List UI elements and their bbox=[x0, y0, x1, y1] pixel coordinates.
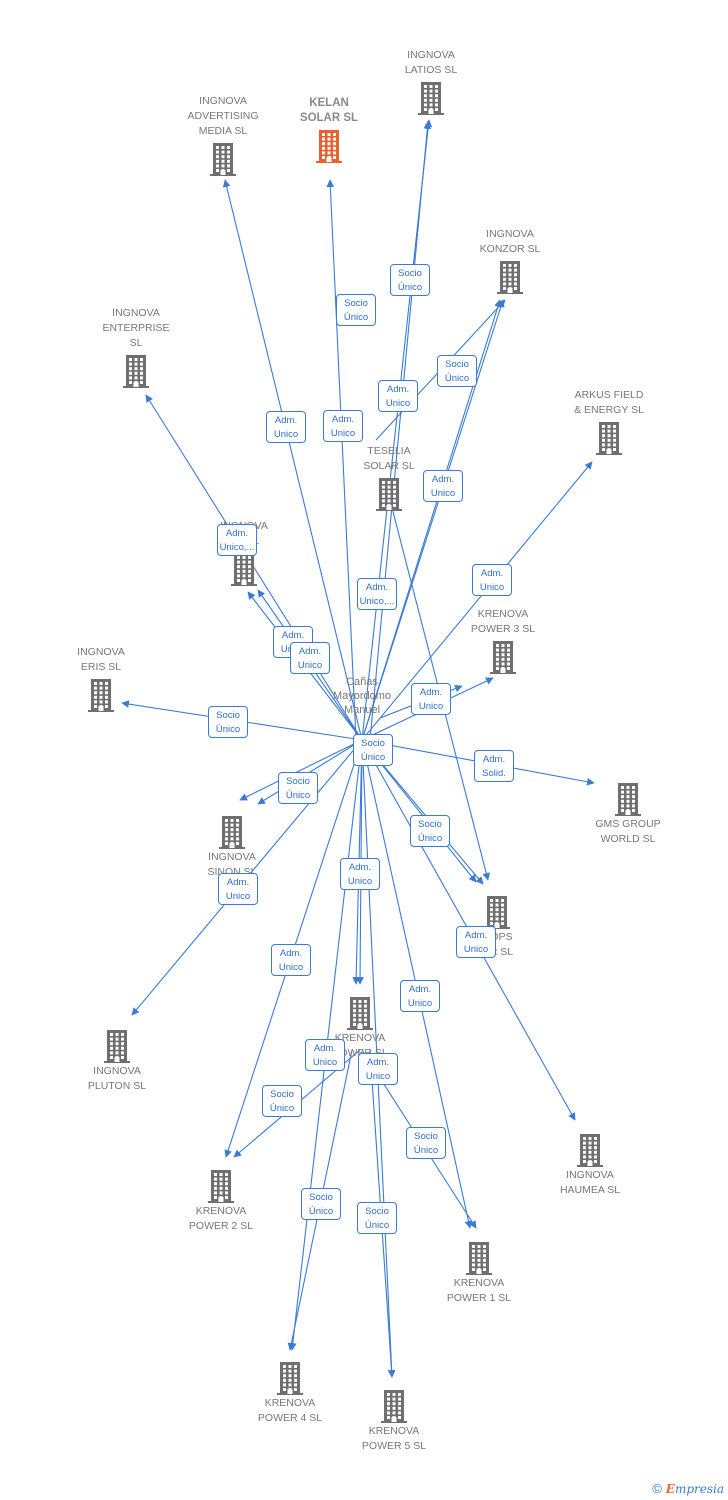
relation-badge[interactable]: Adm. Unico bbox=[271, 944, 311, 976]
building-icon[interactable] bbox=[235, 1360, 345, 1396]
relationship-edge bbox=[222, 179, 363, 741]
relationship-edge bbox=[369, 121, 432, 741]
relation-badge[interactable]: Adm. Unico bbox=[218, 873, 258, 905]
building-icon[interactable] bbox=[573, 781, 683, 817]
company-node-advertising[interactable]: INGNOVA ADVERTISING MEDIA SL bbox=[168, 94, 278, 177]
company-node-haumea[interactable]: INGNOVA HAUMEA SL bbox=[535, 1130, 645, 1198]
brand-logo-text[interactable]: mpresia bbox=[674, 1482, 724, 1496]
relation-badge[interactable]: Socio Único bbox=[278, 772, 318, 804]
relation-badge[interactable]: Adm. Unico bbox=[340, 858, 380, 890]
company-node-konzor[interactable]: INGNOVA KONZOR SL bbox=[455, 227, 565, 295]
company-name[interactable]: INGNOVA KONZOR SL bbox=[479, 228, 541, 255]
relation-badge[interactable]: Adm. Unico bbox=[411, 683, 451, 715]
company-name[interactable]: INGNOVA PLUTON SL bbox=[87, 1065, 147, 1092]
relation-badge[interactable]: Socio Único bbox=[406, 1127, 446, 1159]
building-icon[interactable] bbox=[554, 420, 664, 456]
copyright-icon: © bbox=[652, 1481, 662, 1496]
relationship-edge bbox=[361, 119, 433, 741]
company-node-power4[interactable]: KRENOVA POWER 4 SL bbox=[235, 1358, 345, 1426]
building-icon[interactable] bbox=[376, 80, 486, 116]
relation-badge[interactable]: Adm. Unico bbox=[400, 980, 440, 1012]
building-icon[interactable] bbox=[455, 259, 565, 295]
building-icon[interactable] bbox=[274, 128, 384, 164]
company-node-pluton[interactable]: INGNOVA PLUTON SL bbox=[62, 1026, 172, 1094]
company-node-power2[interactable]: KRENOVA POWER 2 SL bbox=[166, 1166, 276, 1234]
relation-badge[interactable]: Socio Único bbox=[390, 264, 430, 296]
building-icon[interactable] bbox=[448, 639, 558, 675]
company-name[interactable]: INGNOVA ERIS SL bbox=[77, 646, 125, 673]
relation-badge[interactable]: Adm. Unico bbox=[290, 642, 330, 674]
company-node-power3[interactable]: KRENOVA POWER 3 SL bbox=[448, 607, 558, 675]
company-name[interactable]: INGNOVA ADVERTISING MEDIA SL bbox=[187, 95, 259, 137]
relation-badge[interactable]: Socio Único bbox=[336, 294, 376, 326]
building-icon[interactable] bbox=[166, 1168, 276, 1204]
relationship-edge bbox=[361, 299, 505, 741]
relation-badge[interactable]: Adm. Unico bbox=[423, 470, 463, 502]
center-person-label[interactable]: Cañas Mayordomo Manuel bbox=[332, 676, 392, 716]
relation-badge[interactable]: Adm. Unico bbox=[456, 926, 496, 958]
company-name[interactable]: KRENOVA POWER 4 SL bbox=[257, 1397, 323, 1424]
relation-badge[interactable]: Adm. Unico,... bbox=[217, 524, 257, 556]
building-icon[interactable] bbox=[305, 995, 415, 1031]
footer-credit: ©Empresia bbox=[652, 1481, 724, 1496]
relation-badge[interactable]: Socio Único bbox=[301, 1188, 341, 1220]
building-icon[interactable] bbox=[535, 1132, 645, 1168]
company-name[interactable]: KRENOVA POWER 2 SL bbox=[188, 1205, 254, 1232]
company-name[interactable]: INGNOVA ENTERPRISE SL bbox=[102, 307, 170, 349]
building-icon[interactable] bbox=[334, 476, 444, 512]
company-name[interactable]: INGNOVA LATIOS SL bbox=[404, 49, 458, 76]
relation-badge[interactable]: Socio Único bbox=[353, 734, 393, 766]
company-node-teselia[interactable]: TESELIA SOLAR SL bbox=[334, 444, 444, 512]
company-node-enterprise[interactable]: INGNOVA ENTERPRISE SL bbox=[81, 306, 191, 389]
building-icon[interactable] bbox=[62, 1028, 172, 1064]
company-node-sinon[interactable]: INGNOVA SINON SL bbox=[177, 812, 287, 880]
company-node-kelan[interactable]: KELAN SOLAR SL bbox=[274, 96, 384, 164]
building-icon[interactable] bbox=[442, 894, 552, 930]
relation-badge[interactable]: Adm. Unico bbox=[305, 1039, 345, 1071]
company-name[interactable]: KRENOVA POWER 5 SL bbox=[361, 1425, 427, 1452]
relation-badge[interactable]: Adm. Unico bbox=[323, 410, 363, 442]
relation-badge[interactable]: Socio Único bbox=[262, 1085, 302, 1117]
building-icon[interactable] bbox=[46, 677, 156, 713]
building-icon[interactable] bbox=[168, 141, 278, 177]
building-icon[interactable] bbox=[81, 353, 191, 389]
relation-badge[interactable]: Adm. Unico bbox=[472, 564, 512, 596]
company-node-arkus[interactable]: ARKUS FIELD & ENERGY SL bbox=[554, 388, 664, 456]
company-name[interactable]: KRENOVA POWER 1 SL bbox=[446, 1277, 512, 1304]
relation-badge[interactable]: Socio Único bbox=[208, 706, 248, 738]
building-icon[interactable] bbox=[189, 551, 299, 587]
relation-badge[interactable]: Adm. Unico bbox=[378, 380, 418, 412]
relation-badge[interactable]: Adm. Unico bbox=[266, 411, 306, 443]
company-name[interactable]: GMS GROUP WORLD SL bbox=[595, 818, 661, 845]
company-node-power1[interactable]: KRENOVA POWER 1 SL bbox=[424, 1238, 534, 1306]
relationship-edge bbox=[361, 461, 593, 741]
relation-badge[interactable]: Adm. Unico,... bbox=[357, 578, 397, 610]
company-name[interactable]: TESELIA SOLAR SL bbox=[363, 445, 415, 472]
relation-badge[interactable]: Socio Único bbox=[437, 355, 477, 387]
company-name[interactable]: INGNOVA HAUMEA SL bbox=[559, 1169, 621, 1196]
building-icon[interactable] bbox=[339, 1388, 449, 1424]
relationship-edge bbox=[326, 179, 357, 741]
relation-badge[interactable]: Socio Único bbox=[410, 815, 450, 847]
company-name[interactable]: ARKUS FIELD & ENERGY SL bbox=[574, 389, 644, 416]
company-name[interactable]: KRENOVA POWER 3 SL bbox=[470, 608, 536, 635]
building-icon[interactable] bbox=[177, 814, 287, 850]
company-name[interactable]: KELAN SOLAR SL bbox=[299, 97, 359, 124]
building-icon[interactable] bbox=[424, 1240, 534, 1276]
company-node-gms[interactable]: GMS GROUP WORLD SL bbox=[573, 779, 683, 847]
relationship-edge bbox=[239, 739, 363, 801]
relation-badge[interactable]: Adm. Unico bbox=[358, 1053, 398, 1085]
brand-logo-initial: E bbox=[665, 1482, 675, 1496]
company-node-eris[interactable]: INGNOVA ERIS SL bbox=[46, 645, 156, 713]
relation-badge[interactable]: Socio Único bbox=[357, 1202, 397, 1234]
company-node-power5[interactable]: KRENOVA POWER 5 SL bbox=[339, 1386, 449, 1454]
relation-badge[interactable]: Adm. Solid. bbox=[474, 750, 514, 782]
company-node-latios[interactable]: INGNOVA LATIOS SL bbox=[376, 48, 486, 116]
